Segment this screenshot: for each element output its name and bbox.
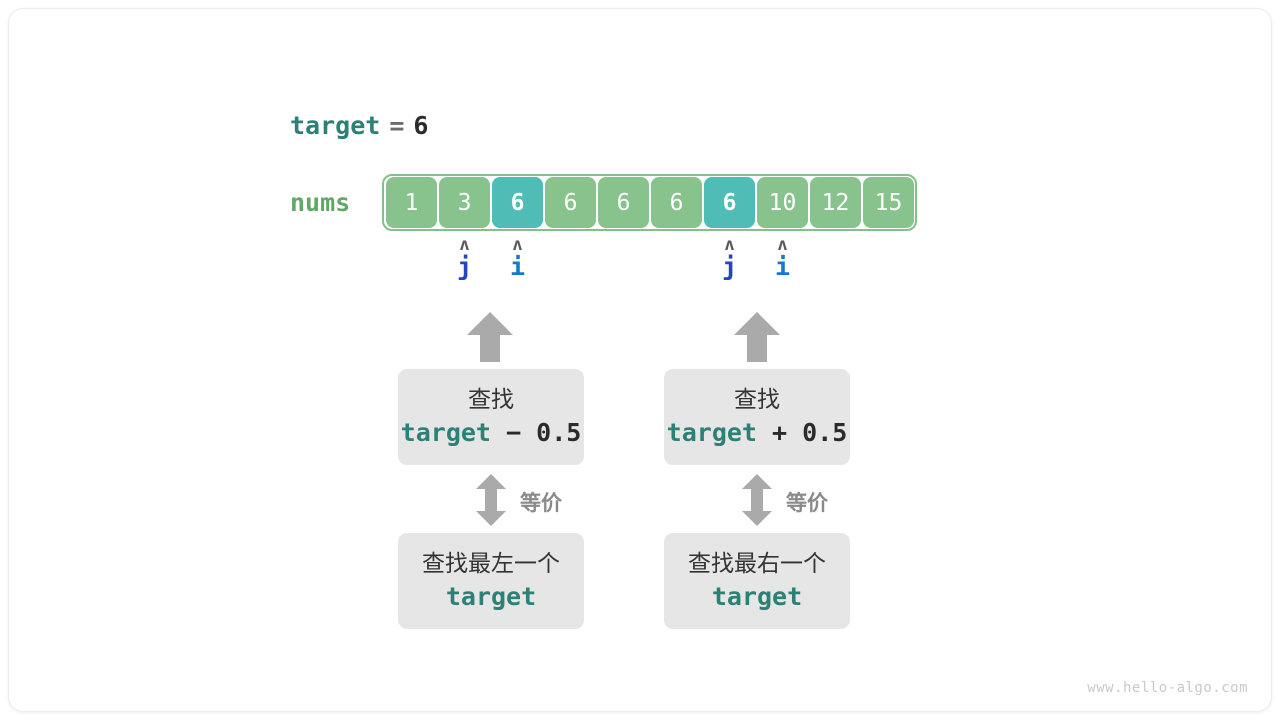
array-cell: 6 — [545, 177, 596, 228]
equivalence-arrow-right — [742, 474, 772, 526]
pointer-name: i — [509, 252, 526, 281]
equivalence-arrow-left — [476, 474, 506, 526]
upper-box-left: 查找 target − 0.5 — [398, 369, 584, 465]
pointer-caret-icon: ʌ — [459, 235, 470, 255]
up-arrow-right — [734, 312, 780, 362]
upper-box-right-operand: + 0.5 — [772, 418, 848, 447]
watermark: www.hello-algo.com — [1087, 680, 1248, 696]
upper-box-left-keyword: target — [400, 418, 491, 447]
array-cell: 10 — [757, 177, 808, 228]
lower-box-left-keyword: target — [445, 582, 537, 611]
array-label: nums — [290, 188, 351, 217]
upper-box-right-line2: target + 0.5 — [667, 416, 848, 450]
equals-sign: = — [389, 111, 405, 140]
lower-box-right: 查找最右一个 target — [664, 533, 850, 629]
upper-box-left-operand: − 0.5 — [506, 418, 582, 447]
array-cell: 1 — [386, 177, 437, 228]
pointer-caret-icon: ʌ — [724, 235, 735, 255]
array-cell: 3 — [439, 177, 490, 228]
upper-box-right-line1: 查找 — [734, 387, 780, 413]
target-declaration: target = 6 — [290, 111, 428, 140]
outer-frame — [9, 9, 1271, 711]
lower-box-right-line2: target — [712, 580, 802, 614]
lower-box-left: 查找最左一个 target — [398, 533, 584, 629]
up-arrow-left — [467, 312, 513, 362]
upper-box-left-line1: 查找 — [468, 387, 514, 413]
equivalence-label-right: 等价 — [786, 491, 828, 515]
target-value: 6 — [413, 111, 429, 140]
upper-box-left-line2: target − 0.5 — [401, 416, 582, 450]
lower-box-left-line1: 查找最左一个 — [422, 551, 560, 577]
lower-box-right-line1: 查找最右一个 — [688, 551, 826, 577]
array-cell: 15 — [863, 177, 914, 228]
lower-box-right-keyword: target — [711, 582, 803, 611]
pointer-name: j — [456, 252, 473, 281]
array-cell: 6 — [704, 177, 755, 228]
lower-box-left-line2: target — [446, 580, 536, 614]
upper-box-right-keyword: target — [666, 418, 757, 447]
array-cell: 6 — [598, 177, 649, 228]
array-frame — [382, 174, 917, 231]
upper-box-right: 查找 target + 0.5 — [664, 369, 850, 465]
target-keyword: target — [290, 111, 381, 140]
array-cell: 12 — [810, 177, 861, 228]
pointer-name: i — [774, 252, 791, 281]
equivalence-label-left: 等价 — [520, 491, 562, 515]
pointer-caret-icon: ʌ — [512, 235, 523, 255]
pointer-name: j — [721, 252, 738, 281]
pointer-caret-icon: ʌ — [777, 235, 788, 255]
array-cell: 6 — [651, 177, 702, 228]
array-cell: 6 — [492, 177, 543, 228]
